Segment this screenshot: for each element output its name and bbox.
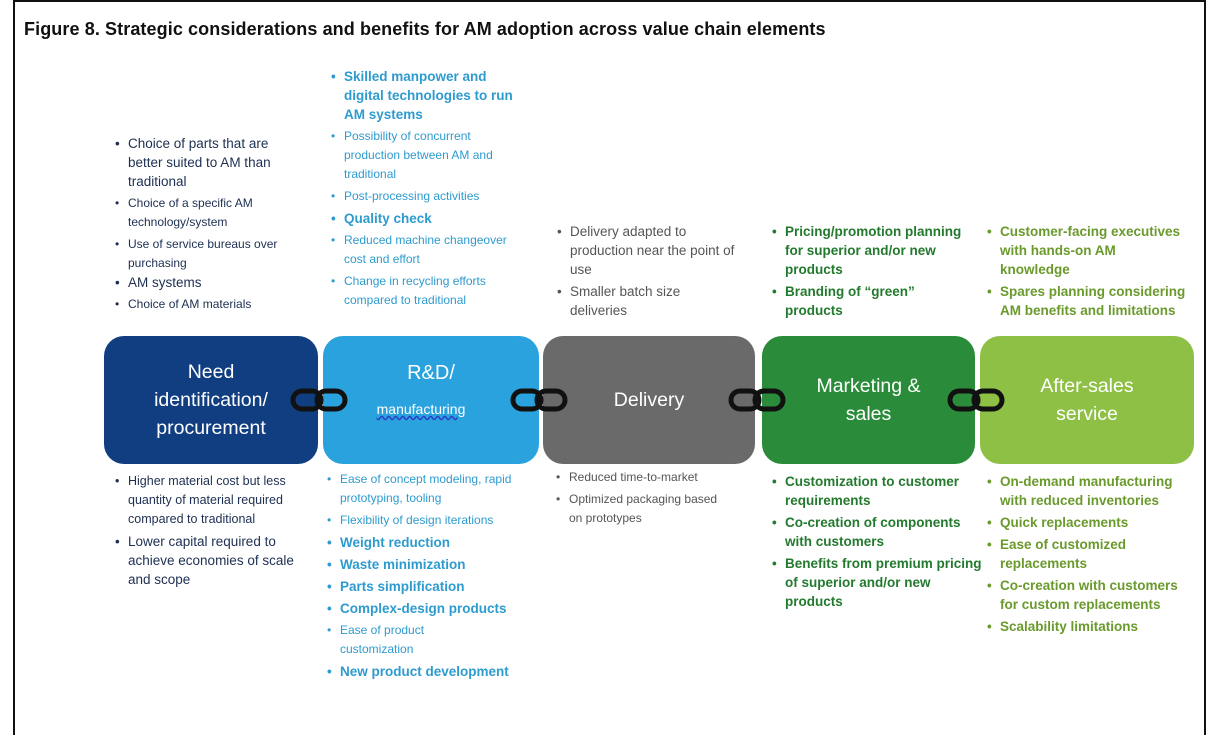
list-item: Quality check [331,209,521,228]
list-item: Reduced time-to-market [556,468,726,487]
stage-label-line: manufacturing [376,401,466,417]
stage-label-line: Marketing & [816,375,921,397]
list-item: Spares planning considering AM benefits … [987,282,1187,320]
stage-label-line: Need [187,361,235,383]
list-item: Customer-facing executives with hands-on… [987,222,1187,279]
stage-label-line: service [1056,403,1118,425]
list-item: Branding of “green” products [772,282,977,320]
marketing-benefits-list: Customization to customer requirements C… [772,472,982,614]
aftersales-considerations-list: Customer-facing executives with hands-on… [987,222,1187,323]
figure-title: Figure 8. Strategic considerations and b… [24,19,826,39]
list-item: Customization to customer requirements [772,472,982,510]
aftersales-benefits-list: On-demand manufacturing with reduced inv… [987,472,1192,639]
list-item: Skilled manpower and digital technologie… [331,67,521,124]
list-item: Quick replacements [987,513,1192,532]
stage-label-line: sales [845,403,892,425]
list-item: AM systems [115,273,290,292]
list-item: Choice of a specific AM technology/syste… [115,194,290,232]
chain-link-icon [947,388,1005,412]
need-benefits-list: Higher material cost but less quantity o… [115,472,295,592]
list-item: Optimized packaging based on prototypes [556,490,726,528]
list-item: Weight reduction [327,533,532,552]
list-item: Smaller batch size deliveries [557,282,737,320]
delivery-benefits-list: Reduced time-to-market Optimized packagi… [556,468,726,531]
stage-delivery: Delivery [543,336,755,464]
list-item: Co-creation with customers for custom re… [987,576,1192,614]
chain-link-icon [728,388,786,412]
stage-label-line: identification/ [154,389,268,411]
delivery-considerations-list: Delivery adapted to production near the … [557,222,737,323]
need-considerations-list: Choice of parts that are better suited t… [115,134,290,317]
list-item: Benefits from premium pricing of superio… [772,554,982,611]
stage-label-line: procurement [156,417,266,439]
stage-marketing-sales: Marketing & sales [762,336,975,464]
list-item: Ease of customized replacements [987,535,1192,573]
list-item: Co-creation of components with customers [772,513,982,551]
marketing-considerations-list: Pricing/promotion planning for superior … [772,222,977,323]
stage-after-sales-service: After-sales service [980,336,1194,464]
list-item: Complex-design products [327,599,532,618]
stage-label-line: After-sales [1040,375,1134,397]
list-item: Flexibility of design iterations [327,511,532,530]
list-item: Choice of AM materials [115,295,290,314]
list-item: Lower capital required to achieve econom… [115,532,295,589]
list-item: Parts simplification [327,577,532,596]
list-item: Post-processing activities [331,187,521,206]
list-item: Use of service bureaus over purchasing [115,235,290,273]
list-item: Possibility of concurrent production bet… [331,127,521,184]
list-item: Delivery adapted to production near the … [557,222,737,279]
list-item: Ease of concept modeling, rapid prototyp… [327,470,532,508]
list-item: Waste minimization [327,555,532,574]
list-item: On-demand manufacturing with reduced inv… [987,472,1192,510]
list-item: Ease of product customization [327,621,532,659]
list-item: Change in recycling efforts compared to … [331,272,521,310]
list-item: Reduced machine changeover cost and effo… [331,231,521,269]
chain-link-icon [510,388,568,412]
list-item: Higher material cost but less quantity o… [115,472,295,529]
chain-link-icon [290,388,348,412]
stage-label-line: R&D/ [407,362,455,384]
stage-rd-manufacturing: R&D/ manufacturing [323,336,539,464]
list-item: Pricing/promotion planning for superior … [772,222,977,279]
stage-label-line: Delivery [613,389,685,411]
list-item: Choice of parts that are better suited t… [115,134,290,191]
stage-need-identification: Need identification/ procurement [104,336,318,464]
list-item: Scalability limitations [987,617,1192,636]
rd-considerations-list: Skilled manpower and digital technologie… [331,67,521,313]
list-item: New product development [327,662,532,681]
rd-benefits-list: Ease of concept modeling, rapid prototyp… [327,470,532,684]
figure-frame [13,0,1206,735]
